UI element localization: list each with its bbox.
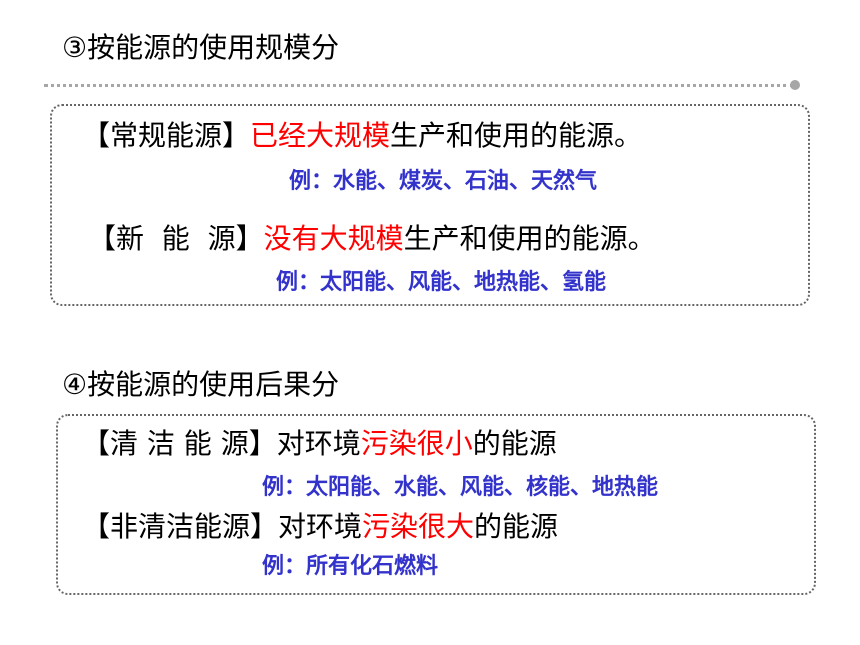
conventional-energy-example: 例：水能、煤炭、石油、天然气 — [289, 169, 598, 194]
clean-energy-example: 例：太阳能、水能、风能、核能、地热能 — [262, 475, 659, 500]
conventional-energy-term: 【常规能源】 — [82, 119, 251, 152]
non-clean-energy-rest: 的能源 — [474, 510, 559, 543]
section-title-usage-scale: ③按能源的使用规模分 — [62, 31, 340, 64]
clean-energy-highlight: 污染很小 — [360, 427, 473, 460]
new-energy-highlight: 没有大规模 — [263, 222, 404, 255]
clean-energy-definition: 【清 洁 能 源】对环境污染很小的能源 — [82, 427, 557, 461]
new-energy-rest: 生产和使用的能源。 — [403, 222, 656, 255]
non-clean-energy-prefix: 对环境 — [278, 510, 363, 543]
new-energy-example: 例：太阳能、风能、地热能、氢能 — [276, 270, 607, 295]
clean-energy-rest: 的能源 — [472, 427, 557, 460]
usage-consequence-box — [56, 414, 816, 595]
divider-end-dot — [790, 80, 800, 90]
new-energy-definition: 【新 能 源】没有大规模生产和使用的能源。 — [88, 222, 656, 256]
non-clean-energy-definition: 【非清洁能源】对环境污染很大的能源 — [82, 510, 558, 544]
clean-energy-term: 【清 洁 能 源】 — [82, 427, 277, 460]
non-clean-energy-example: 例：所有化石燃料 — [262, 554, 439, 579]
conventional-energy-highlight: 已经大规模 — [250, 119, 391, 152]
conventional-energy-rest: 生产和使用的能源。 — [390, 119, 643, 152]
conventional-energy-definition: 【常规能源】已经大规模生产和使用的能源。 — [82, 119, 642, 153]
non-clean-energy-term: 【非清洁能源】 — [82, 510, 279, 543]
usage-scale-box — [50, 104, 810, 306]
section-title-usage-consequence: ④按能源的使用后果分 — [62, 368, 340, 401]
new-energy-term: 【新 能 源】 — [88, 222, 264, 255]
clean-energy-prefix: 对环境 — [276, 427, 361, 460]
dotted-divider — [44, 84, 794, 87]
non-clean-energy-highlight: 污染很大 — [362, 510, 475, 543]
